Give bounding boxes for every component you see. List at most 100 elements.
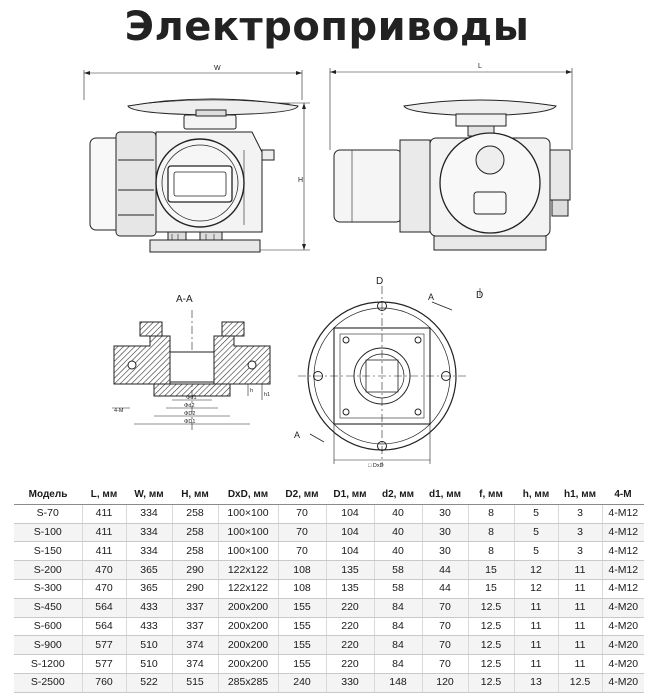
label-4m: 4-M <box>114 408 124 414</box>
table-cell: 11 <box>557 617 602 637</box>
model-cell: S-70 <box>14 504 82 524</box>
label-D2: ΦD2 <box>184 411 195 417</box>
front-view-drawing <box>83 70 310 253</box>
table-cell: 290 <box>171 579 218 599</box>
label-flange-d-top: D <box>376 276 383 287</box>
table-cell: 374 <box>171 635 218 656</box>
table-cell: 70 <box>421 617 468 637</box>
column-header: D2, мм <box>278 486 326 505</box>
model-cell: S-1200 <box>14 654 82 674</box>
model-cell: S-600 <box>14 617 82 637</box>
table-cell: 155 <box>277 598 326 618</box>
table-cell: 4-M12 <box>601 560 644 580</box>
table-cell: 8 <box>467 541 514 562</box>
table-cell: 15 <box>467 579 514 599</box>
table-cell: 564 <box>81 598 126 618</box>
column-header: D1, мм <box>326 486 374 505</box>
specs-table: Модель L, мм W, мм H, мм DxD, мм D2, мм … <box>14 486 644 693</box>
model-cell: S-900 <box>14 635 82 656</box>
table-cell: 258 <box>171 541 218 562</box>
table-cell: 12.5 <box>467 673 514 693</box>
table-cell: 577 <box>81 635 126 656</box>
column-header: f, мм <box>468 486 514 505</box>
table-cell: 510 <box>125 654 172 674</box>
table-cell: 100×100 <box>217 541 278 562</box>
table-cell: 3 <box>557 504 602 524</box>
table-cell: 108 <box>277 579 326 599</box>
model-cell: S-450 <box>14 598 82 618</box>
table-cell: 220 <box>325 654 374 674</box>
table-cell: 200x200 <box>217 654 278 674</box>
technical-drawings: W H L A-A <box>83 63 573 469</box>
table-cell: 200x200 <box>217 635 278 656</box>
table-header-row: Модель L, мм W, мм H, мм DxD, мм D2, мм … <box>14 486 644 505</box>
table-cell: 70 <box>421 598 468 618</box>
table-cell: 470 <box>81 560 126 580</box>
table-cell: 11 <box>513 598 558 618</box>
table-cell: 108 <box>277 560 326 580</box>
model-cell: S-200 <box>14 560 82 580</box>
table-cell: 120 <box>421 673 468 693</box>
table-cell: 220 <box>325 635 374 656</box>
label-flange-dxd: □ DxD <box>368 463 384 469</box>
table-cell: 100×100 <box>217 504 278 524</box>
table-cell: 11 <box>557 579 602 599</box>
column-header: d2, мм <box>374 486 422 505</box>
table-cell: 122x122 <box>217 579 278 599</box>
table-cell: 70 <box>277 504 326 524</box>
table-cell: 510 <box>125 635 172 656</box>
label-D1: ΦD1 <box>184 419 195 425</box>
table-cell: 240 <box>277 673 326 693</box>
table-cell: 285x285 <box>217 673 278 693</box>
column-header: 4-M <box>602 486 644 505</box>
table-cell: 4-M20 <box>601 654 644 674</box>
table-cell: 148 <box>373 673 422 693</box>
table-cell: 8 <box>467 504 514 524</box>
table-cell: 15 <box>467 560 514 580</box>
table-cell: 30 <box>421 523 468 543</box>
table-cell: 70 <box>421 654 468 674</box>
column-header: h1, мм <box>558 486 602 505</box>
table-cell: 104 <box>325 541 374 562</box>
column-header: d1, мм <box>422 486 468 505</box>
table-cell: 5 <box>513 541 558 562</box>
table-cell: 4-M20 <box>601 673 644 693</box>
table-cell: 200x200 <box>217 617 278 637</box>
table-cell: 58 <box>373 560 422 580</box>
table-cell: 365 <box>125 560 172 580</box>
table-cell: 577 <box>81 654 126 674</box>
table-cell: 11 <box>513 617 558 637</box>
label-flange-a-bottom: A <box>294 430 300 440</box>
table-cell: 100×100 <box>217 523 278 543</box>
table-cell: 258 <box>171 504 218 524</box>
table-cell: 760 <box>81 673 126 693</box>
table-cell: 70 <box>421 635 468 656</box>
section-title-aa: A-A <box>176 294 193 305</box>
column-header: Модель <box>14 486 82 505</box>
model-cell: S-2500 <box>14 673 82 693</box>
table-cell: 290 <box>171 560 218 580</box>
table-cell: 12.5 <box>467 654 514 674</box>
column-header: W, мм <box>126 486 172 505</box>
table-cell: 44 <box>421 560 468 580</box>
table-cell: 334 <box>125 504 172 524</box>
table-cell: 155 <box>277 617 326 637</box>
table-cell: 40 <box>373 504 422 524</box>
table-cell: 11 <box>557 560 602 580</box>
dimension-label-l: L <box>478 63 482 70</box>
label-d1: Φd1 <box>186 395 197 401</box>
table-cell: 122x122 <box>217 560 278 580</box>
table-cell: 155 <box>277 635 326 656</box>
label-flange-d-right: D <box>476 290 483 301</box>
table-cell: 564 <box>81 617 126 637</box>
table-cell: 12.5 <box>467 635 514 656</box>
dimension-label-h: H <box>298 177 303 184</box>
table-cell: 84 <box>373 654 422 674</box>
column-header: L, мм <box>82 486 126 505</box>
label-h: h <box>250 388 253 394</box>
table-cell: 3 <box>557 541 602 562</box>
